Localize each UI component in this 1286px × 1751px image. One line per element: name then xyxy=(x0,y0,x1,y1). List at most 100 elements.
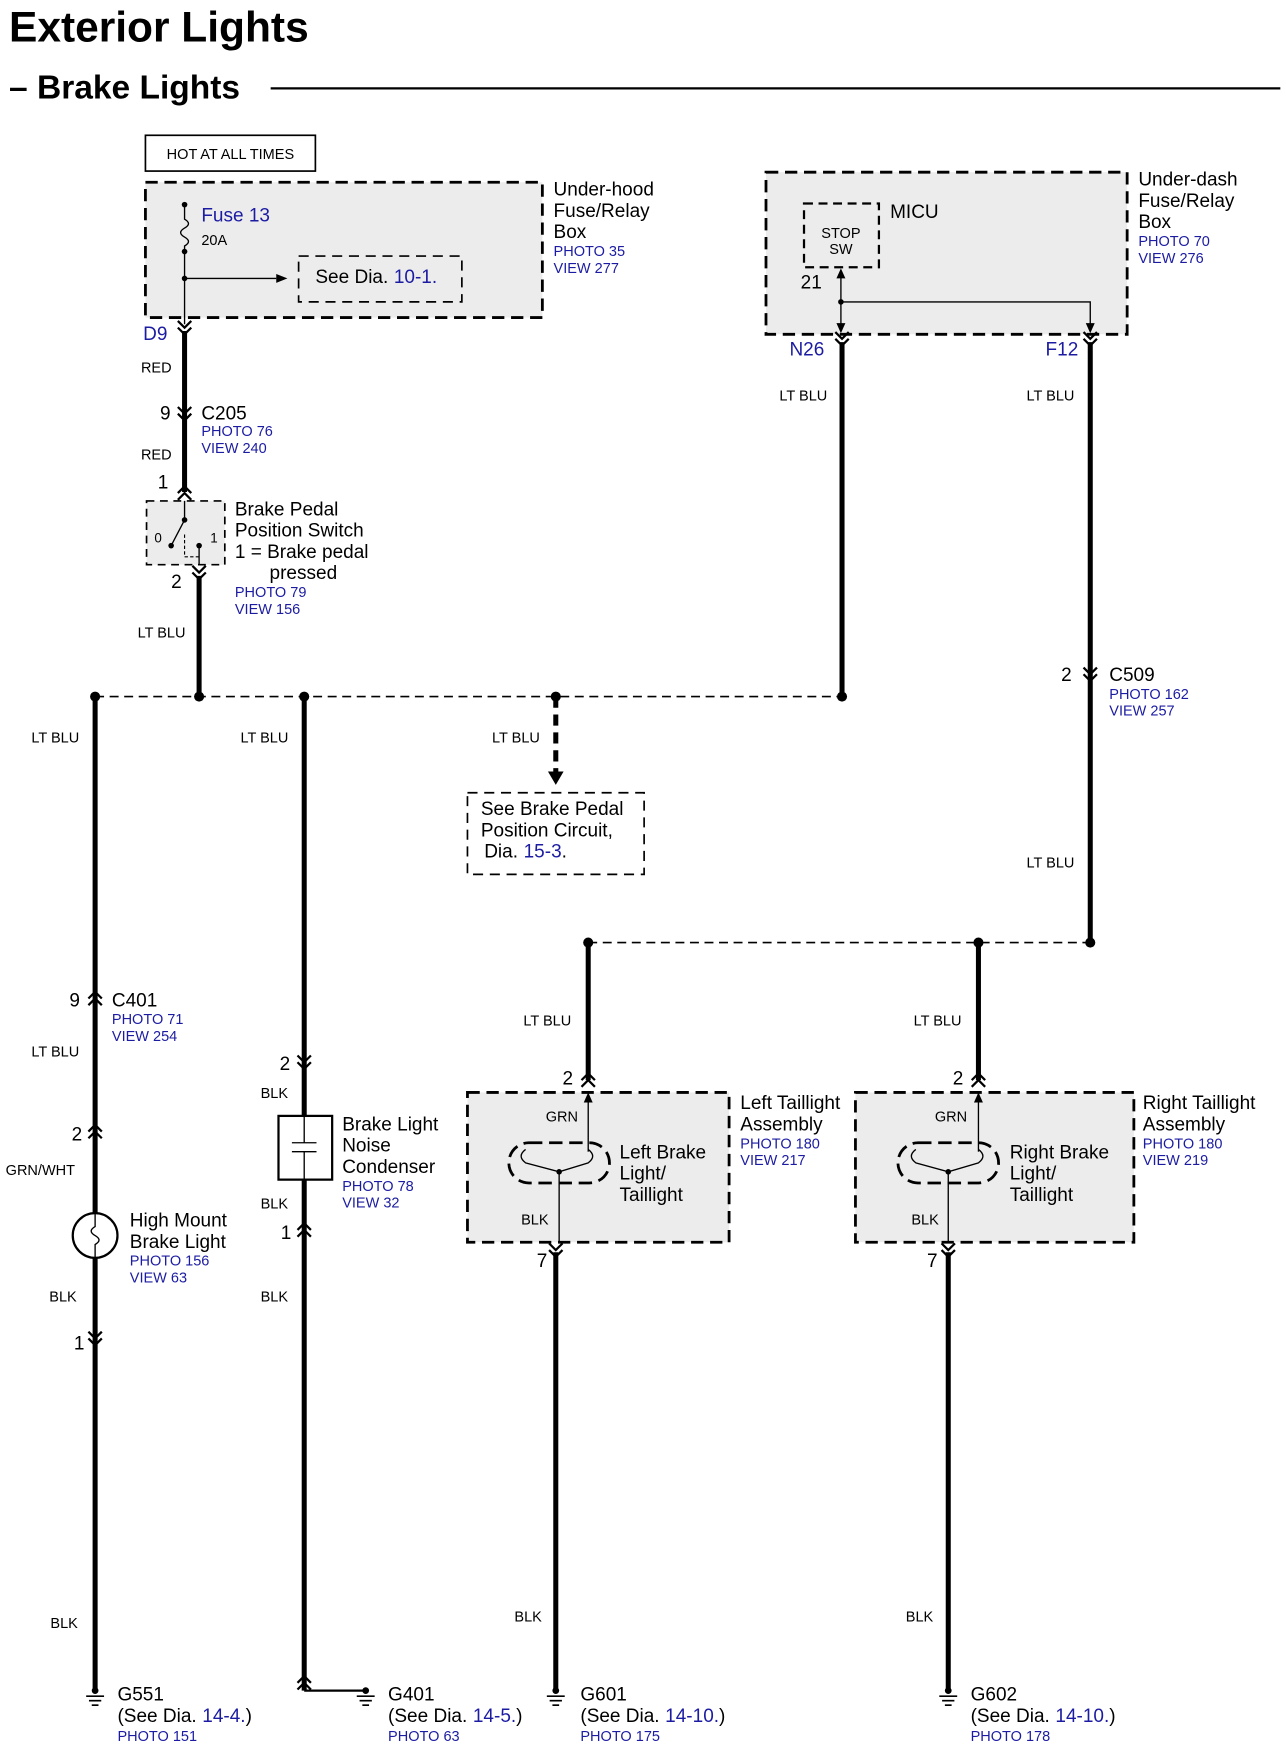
ground-g601-photo-link[interactable]: PHOTO 175 xyxy=(580,1729,660,1745)
brake-switch-note-1: 1 = Brake pedal xyxy=(235,542,369,563)
right-taillight-view-link[interactable]: VIEW 219 xyxy=(1143,1153,1208,1169)
ground-g602-icon xyxy=(938,1686,959,1706)
wire-color-label: LT BLU xyxy=(1027,856,1075,872)
right-taillight-assembly-box xyxy=(854,1091,1136,1244)
c509-view-link[interactable]: VIEW 257 xyxy=(1109,704,1174,720)
ground-g551-ref: (See Dia. 14-4.) xyxy=(117,1706,251,1727)
high-mount-pin-out: 1 xyxy=(74,1334,85,1355)
underdash-photo-link[interactable]: PHOTO 70 xyxy=(1138,234,1210,250)
c401-view-link[interactable]: VIEW 254 xyxy=(112,1029,177,1045)
arrow-down-icon xyxy=(836,323,846,334)
arrow-up-icon xyxy=(836,268,846,279)
fuse-label[interactable]: Fuse 13 xyxy=(201,205,270,226)
ground-g601-ref: (See Dia.14-10.) xyxy=(580,1706,725,1727)
high-mount-photo-link[interactable]: PHOTO 156 xyxy=(130,1254,210,1270)
left-taillight-photo-link[interactable]: PHOTO 180 xyxy=(740,1136,820,1152)
ground-g602-photo-link[interactable]: PHOTO 178 xyxy=(971,1729,1051,1745)
condenser-pin-in: 2 xyxy=(280,1054,291,1075)
ground-g602-ref: (See Dia.14-10.) xyxy=(971,1706,1116,1727)
c205-view-link[interactable]: VIEW 240 xyxy=(201,441,266,457)
hot-at-all-times-label: HOT AT ALL TIMES xyxy=(167,147,295,163)
see-dia-suffix: ) xyxy=(1109,1706,1115,1727)
right-taillight-photo-link[interactable]: PHOTO 180 xyxy=(1143,1136,1223,1152)
arrow-up-icon xyxy=(583,1092,593,1103)
ground-g551-photo-link[interactable]: PHOTO 151 xyxy=(117,1729,197,1745)
splice-dot xyxy=(1085,937,1096,948)
underhood-view-link[interactable]: VIEW 277 xyxy=(554,261,619,277)
see-dia-suffix: ) xyxy=(516,1706,522,1727)
c401-name: C401 xyxy=(112,990,157,1011)
splice-dot xyxy=(838,299,844,305)
left-bulb-name-2: Light/ xyxy=(620,1164,667,1185)
terminal-n26[interactable]: N26 xyxy=(789,340,824,361)
wire-color-label: RED xyxy=(141,360,172,376)
fuse-circuit-line xyxy=(179,204,277,325)
c401-photo-link[interactable]: PHOTO 71 xyxy=(112,1012,184,1028)
brake-switch-name-2: Position Switch xyxy=(235,521,364,542)
condenser-view-link[interactable]: VIEW 32 xyxy=(342,1196,399,1212)
underdash-box-name-3: Box xyxy=(1138,212,1171,233)
left-taillight-assembly-name-2: Assembly xyxy=(740,1114,823,1135)
ground-g401-photo-link[interactable]: PHOTO 63 xyxy=(388,1729,460,1745)
see-dia-link[interactable]: 10-1. xyxy=(394,267,437,288)
see-dia-link[interactable]: 14-4. xyxy=(202,1706,245,1727)
c205-photo-link[interactable]: PHOTO 76 xyxy=(201,424,273,440)
see-dia-10-1-text: See Dia. 10-1. xyxy=(315,267,437,288)
switch-pivot-dot xyxy=(181,517,188,523)
wire-color-label: BLK xyxy=(261,1197,289,1213)
ground-g401-ref: (See Dia.14-5.) xyxy=(388,1706,522,1727)
brake-switch-view-link[interactable]: VIEW 156 xyxy=(235,602,300,618)
underdash-view-link[interactable]: VIEW 276 xyxy=(1138,251,1203,267)
see-dia-link[interactable]: 14-5. xyxy=(473,1706,516,1727)
splice-dot xyxy=(181,275,188,282)
right-bulb-name-2: Light/ xyxy=(1010,1164,1057,1185)
wire-color-label: BLK xyxy=(50,1616,78,1632)
see-dia-suffix: ) xyxy=(719,1706,725,1727)
ground-g401-name: G401 xyxy=(388,1685,434,1706)
right-taillight-wire-in: GRN xyxy=(935,1109,967,1125)
high-mount-name-1: High Mount xyxy=(130,1211,228,1232)
wire-color-label: LT BLU xyxy=(914,1013,962,1029)
right-taillight-pin-out: 7 xyxy=(927,1251,938,1272)
wire-color-label: BLK xyxy=(514,1609,542,1625)
see-dia-suffix: . xyxy=(562,842,567,863)
brake-switch-photo-link[interactable]: PHOTO 79 xyxy=(235,585,307,601)
brake-pedal-ref-line-3: Dia.15-3. xyxy=(484,842,567,863)
terminal-f12[interactable]: F12 xyxy=(1046,340,1079,361)
underhood-photo-link[interactable]: PHOTO 35 xyxy=(554,244,626,260)
see-dia-prefix: (See Dia. xyxy=(117,1706,196,1727)
wire-color-label: LT BLU xyxy=(492,730,540,746)
wire-color-label: LT BLU xyxy=(779,388,827,404)
wire-color-label: LT BLU xyxy=(31,730,79,746)
condenser-photo-link[interactable]: PHOTO 78 xyxy=(342,1179,414,1195)
right-taillight-wire-out: BLK xyxy=(911,1212,939,1228)
c205-name: C205 xyxy=(201,403,246,424)
underhood-fuse-box xyxy=(144,180,544,319)
condenser-name-3: Condenser xyxy=(342,1157,436,1178)
left-taillight-assembly-name-1: Left Taillight xyxy=(740,1093,841,1114)
high-mount-view-link[interactable]: VIEW 63 xyxy=(130,1271,187,1287)
left-taillight-view-link[interactable]: VIEW 217 xyxy=(740,1153,805,1169)
see-dia-link[interactable]: 15-3 xyxy=(524,842,562,863)
right-taillight-pin-in: 2 xyxy=(953,1069,964,1090)
terminal-d9[interactable]: D9 xyxy=(143,324,167,345)
c509-photo-link[interactable]: PHOTO 162 xyxy=(1109,687,1189,703)
c205-pin: 9 xyxy=(160,403,171,424)
capacitor-icon xyxy=(291,1115,317,1180)
stop-sw-box xyxy=(802,202,881,269)
see-dia-10-1-box xyxy=(297,255,463,303)
left-taillight-wire-out: BLK xyxy=(521,1212,549,1228)
see-dia-link[interactable]: 14-10. xyxy=(665,1706,719,1727)
left-taillight-wire-in: GRN xyxy=(546,1109,578,1125)
micu-pin: 21 xyxy=(801,272,822,293)
see-dia-suffix: ) xyxy=(246,1706,252,1727)
brake-pedal-ref-box xyxy=(466,791,645,876)
see-dia-prefix: See Dia. xyxy=(315,267,388,288)
left-taillight-assembly-box xyxy=(466,1091,731,1244)
micu-label: MICU xyxy=(890,202,939,223)
wire-color-label: BLK xyxy=(261,1290,289,1306)
page-title: Exterior Lights xyxy=(9,4,309,51)
see-dia-link[interactable]: 14-10. xyxy=(1055,1706,1109,1727)
underdash-box-name-2: Fuse/Relay xyxy=(1138,191,1235,212)
arrow-up-icon xyxy=(973,1092,983,1103)
